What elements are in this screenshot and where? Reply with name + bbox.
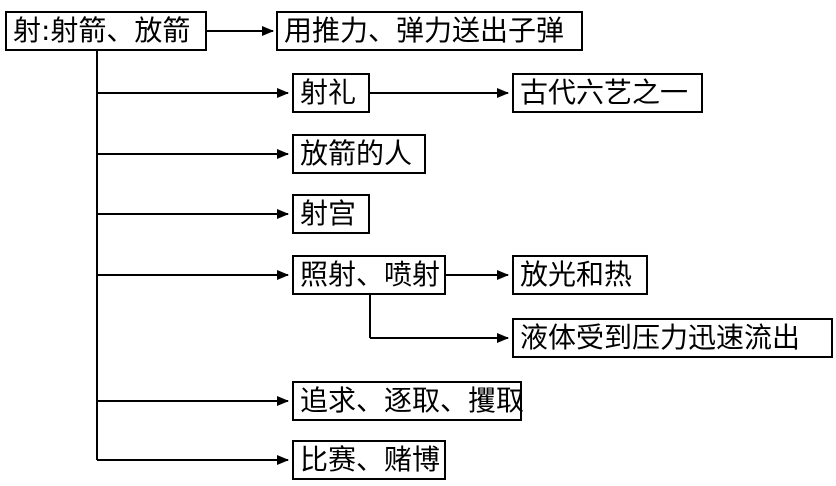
meaning-5-detail-b-box: 液体受到压力迅速流出 [512,318,833,358]
meaning-6-box: 追求、逐取、攫取 [292,381,524,421]
root-box: 射:射箭、放箭 [5,11,207,51]
meaning-5-detail-a-box: 放光和热 [512,255,648,295]
meaning-2-box: 射礼 [292,73,370,113]
meaning-5-box: 照射、喷射 [292,255,446,295]
meaning-1-box: 用推力、弹力送出子弹 [276,11,583,51]
meaning-3-box: 放箭的人 [292,134,426,174]
meaning-7-box: 比赛、赌博 [292,440,446,480]
meaning-4-box: 射宫 [292,194,370,234]
meaning-2-detail-box: 古代六艺之一 [512,73,703,113]
